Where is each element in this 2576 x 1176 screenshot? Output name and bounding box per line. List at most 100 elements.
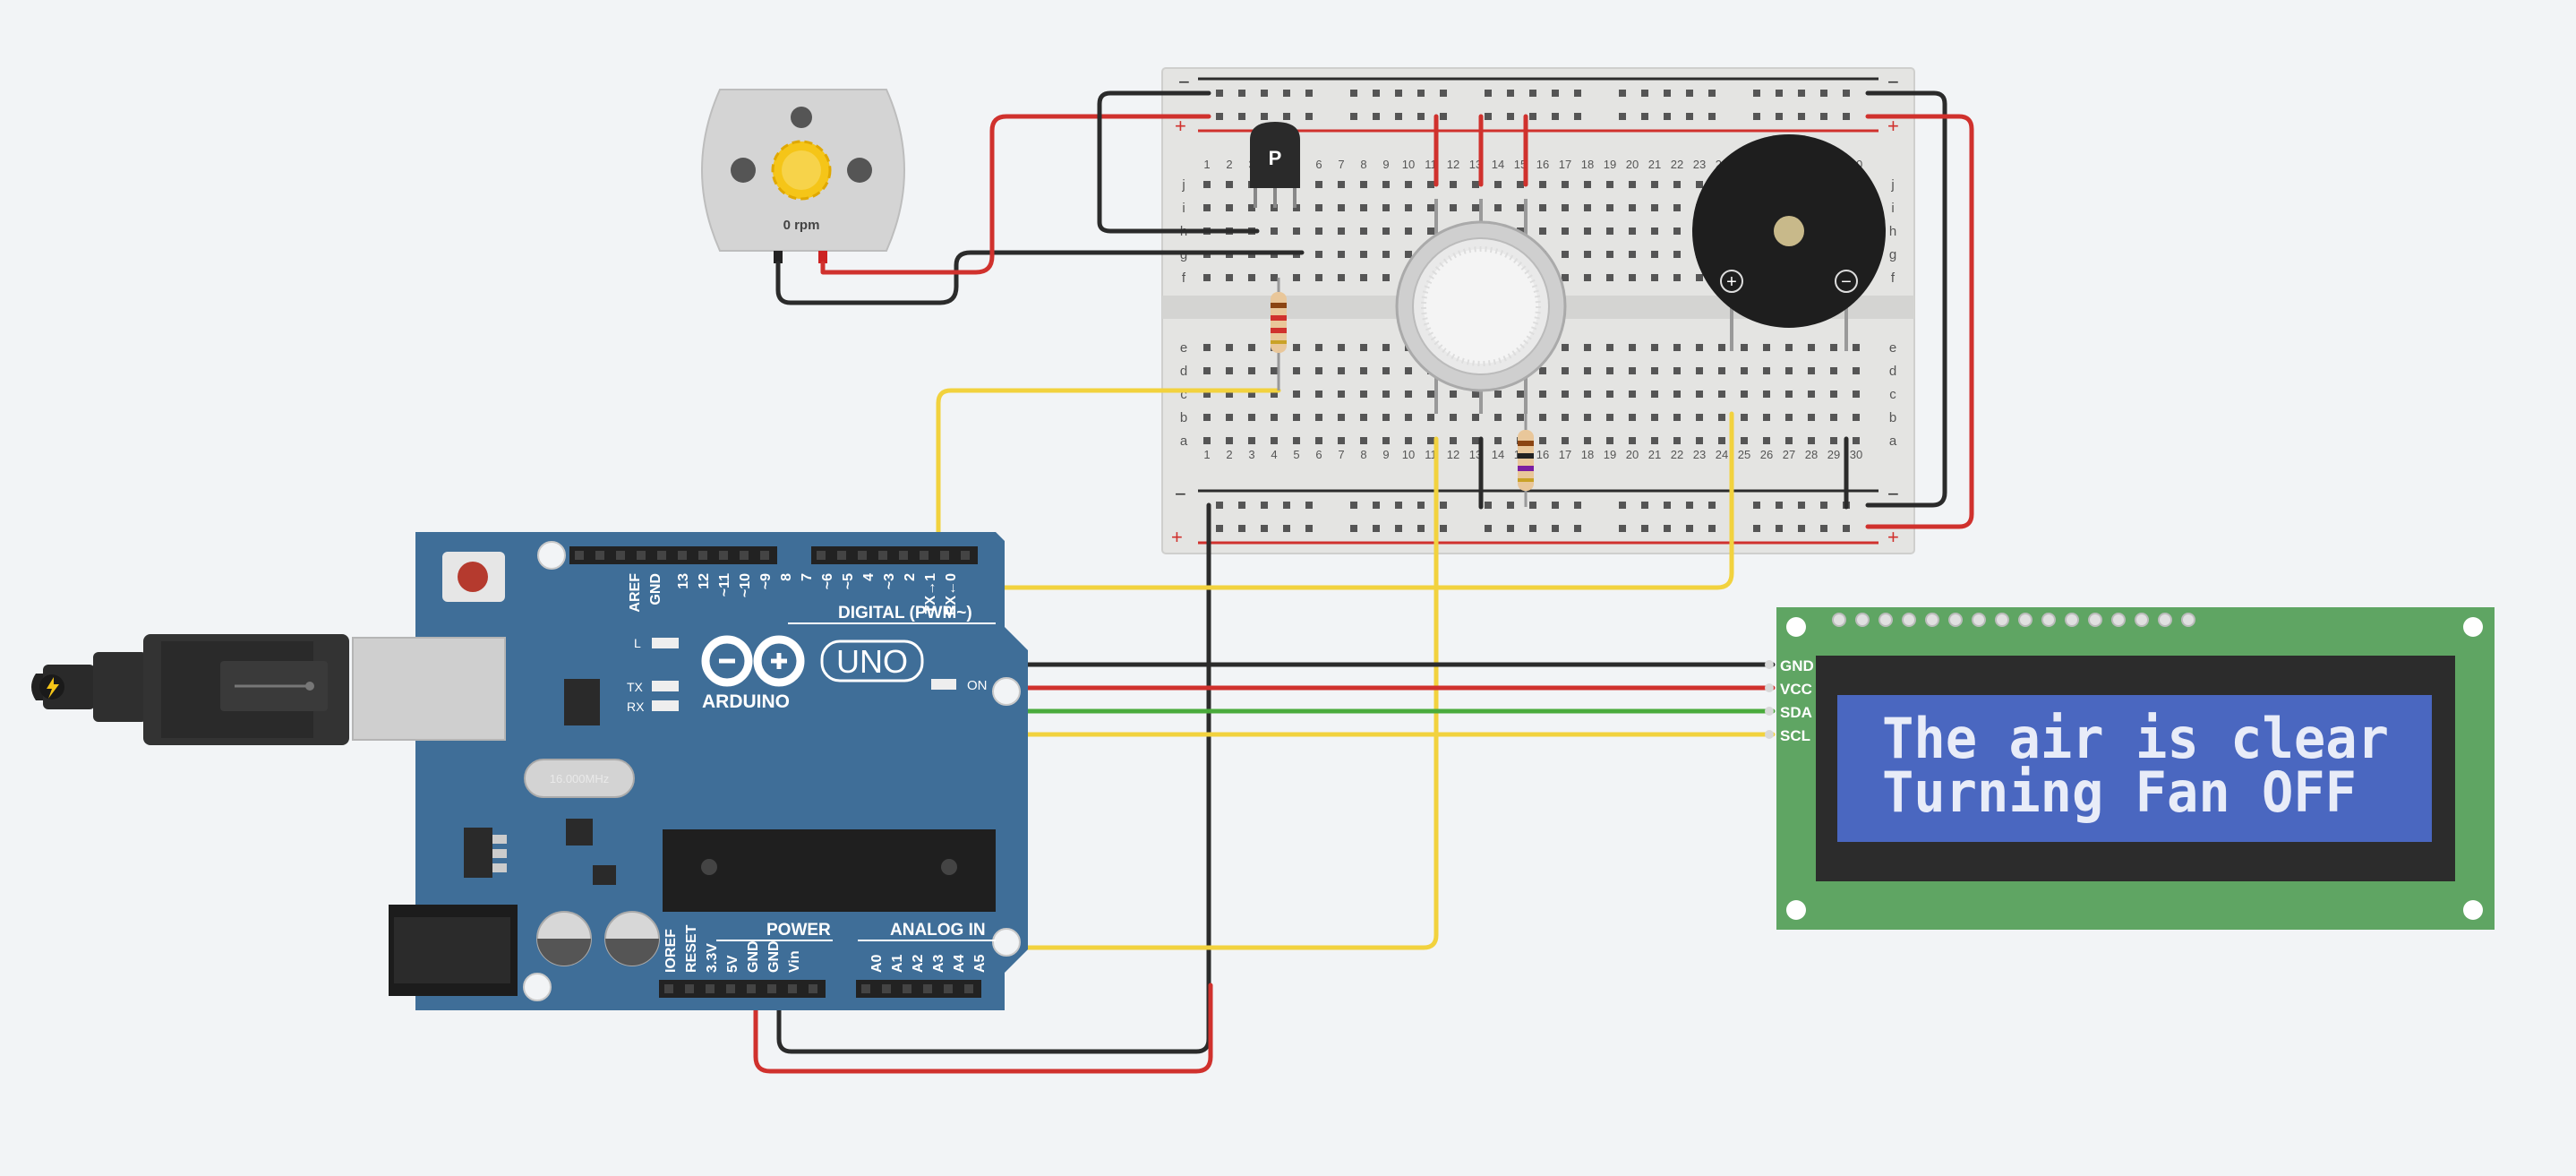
breadboard-hole[interactable] (1651, 204, 1658, 211)
breadboard-hole[interactable] (1696, 344, 1703, 351)
breadboard-hole[interactable] (1203, 391, 1211, 398)
rail-hole[interactable] (1820, 502, 1827, 509)
breadboard-hole[interactable] (1427, 227, 1434, 235)
breadboard-hole[interactable] (1338, 251, 1345, 258)
breadboard-hole[interactable] (1315, 414, 1322, 421)
breadboard-hole[interactable] (1338, 204, 1345, 211)
breadboard-hole[interactable] (1763, 367, 1770, 374)
breadboard-hole[interactable] (1293, 344, 1300, 351)
breadboard-hole[interactable] (1562, 367, 1569, 374)
breadboard-hole[interactable] (1584, 367, 1591, 374)
breadboard-hole[interactable] (1606, 367, 1613, 374)
breadboard-hole[interactable] (1427, 437, 1434, 444)
breadboard-hole[interactable] (1315, 437, 1322, 444)
rail-hole[interactable] (1753, 113, 1760, 120)
breadboard-hole[interactable] (1562, 181, 1569, 188)
breadboard-hole[interactable] (1226, 344, 1233, 351)
header-pin[interactable] (837, 551, 846, 560)
breadboard-hole[interactable] (1853, 391, 1860, 398)
breadboard-hole[interactable] (1539, 204, 1546, 211)
breadboard-hole[interactable] (1696, 391, 1703, 398)
breadboard-hole[interactable] (1763, 414, 1770, 421)
rail-hole[interactable] (1529, 113, 1536, 120)
breadboard-hole[interactable] (1226, 204, 1233, 211)
rail-hole[interactable] (1395, 502, 1402, 509)
rail-hole[interactable] (1776, 525, 1783, 532)
rail-hole[interactable] (1753, 90, 1760, 97)
breadboard-hole[interactable] (1382, 344, 1390, 351)
rail-hole[interactable] (1776, 502, 1783, 509)
breadboard-hole[interactable] (1696, 274, 1703, 281)
header-pin[interactable] (817, 551, 826, 560)
breadboard-hole[interactable] (1584, 251, 1591, 258)
rail-hole[interactable] (1552, 113, 1559, 120)
breadboard-hole[interactable] (1450, 391, 1457, 398)
breadboard-hole[interactable] (1606, 204, 1613, 211)
breadboard-hole[interactable] (1338, 181, 1345, 188)
rail-hole[interactable] (1574, 113, 1581, 120)
header-pin[interactable] (903, 984, 911, 993)
rail-hole[interactable] (1485, 502, 1492, 509)
rail-hole[interactable] (1417, 90, 1425, 97)
breadboard-hole[interactable] (1651, 227, 1658, 235)
rail-hole[interactable] (1261, 90, 1268, 97)
breadboard-hole[interactable] (1584, 204, 1591, 211)
rail-hole[interactable] (1843, 113, 1850, 120)
rail-hole[interactable] (1485, 113, 1492, 120)
breadboard-hole[interactable] (1562, 204, 1569, 211)
breadboard-hole[interactable] (1651, 367, 1658, 374)
breadboard-hole[interactable] (1315, 274, 1322, 281)
breadboard-hole[interactable] (1360, 344, 1367, 351)
breadboard-hole[interactable] (1539, 181, 1546, 188)
rail-hole[interactable] (1238, 90, 1245, 97)
rail-hole[interactable] (1843, 525, 1850, 532)
breadboard-hole[interactable] (1382, 414, 1390, 421)
breadboard-hole[interactable] (1808, 391, 1815, 398)
breadboard-hole[interactable] (1472, 437, 1479, 444)
breadboard-hole[interactable] (1718, 414, 1725, 421)
breadboard-hole[interactable] (1494, 437, 1502, 444)
header-pin[interactable] (719, 551, 728, 560)
breadboard-hole[interactable] (1338, 437, 1345, 444)
breadboard-hole[interactable] (1562, 414, 1569, 421)
breadboard-hole[interactable] (1427, 391, 1434, 398)
breadboard-hole[interactable] (1360, 251, 1367, 258)
rail-hole[interactable] (1820, 90, 1827, 97)
breadboard-hole[interactable] (1853, 414, 1860, 421)
rail-hole[interactable] (1664, 525, 1671, 532)
breadboard-hole[interactable] (1226, 437, 1233, 444)
breadboard-hole[interactable] (1338, 227, 1345, 235)
rail-hole[interactable] (1574, 525, 1581, 532)
breadboard-hole[interactable] (1673, 367, 1681, 374)
breadboard-hole[interactable] (1629, 204, 1636, 211)
breadboard-hole[interactable] (1405, 437, 1412, 444)
rail-hole[interactable] (1485, 90, 1492, 97)
rail-hole[interactable] (1283, 113, 1290, 120)
breadboard-hole[interactable] (1248, 274, 1255, 281)
breadboard-hole[interactable] (1450, 437, 1457, 444)
breadboard-hole[interactable] (1696, 367, 1703, 374)
breadboard-hole[interactable] (1785, 437, 1793, 444)
rail-hole[interactable] (1507, 113, 1514, 120)
breadboard-hole[interactable] (1763, 437, 1770, 444)
breadboard-hole[interactable] (1718, 437, 1725, 444)
rail-hole[interactable] (1238, 502, 1245, 509)
breadboard-hole[interactable] (1673, 204, 1681, 211)
breadboard-hole[interactable] (1606, 391, 1613, 398)
lcd-i2c-display[interactable]: The air is clear Turning Fan OFF GND VCC… (1765, 607, 2495, 930)
breadboard-hole[interactable] (1673, 437, 1681, 444)
breadboard-hole[interactable] (1673, 274, 1681, 281)
header-pin[interactable] (657, 551, 666, 560)
breadboard-hole[interactable] (1248, 437, 1255, 444)
breadboard-hole[interactable] (1673, 181, 1681, 188)
header-pin[interactable] (882, 984, 891, 993)
header-pin[interactable] (706, 984, 715, 993)
breadboard-hole[interactable] (1562, 227, 1569, 235)
breadboard-hole[interactable] (1539, 227, 1546, 235)
rail-hole[interactable] (1395, 525, 1402, 532)
rail-hole[interactable] (1798, 90, 1805, 97)
header-pin[interactable] (740, 551, 749, 560)
resistor-base[interactable] (1271, 278, 1287, 391)
breadboard-hole[interactable] (1271, 274, 1278, 281)
breadboard-hole[interactable] (1203, 414, 1211, 421)
